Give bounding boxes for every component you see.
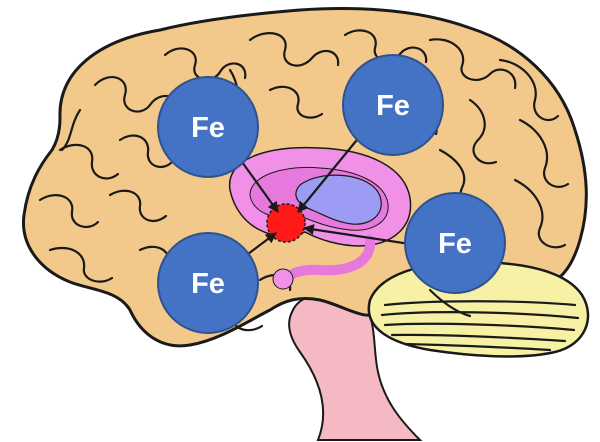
fe-circle xyxy=(157,76,259,178)
fe-marker-top-right: Fe xyxy=(342,54,444,156)
cerebellum xyxy=(367,260,590,358)
fe-marker-right: Fe xyxy=(404,192,506,294)
fe-marker-bottom-left: Fe xyxy=(157,232,259,334)
fe-marker-top-left: Fe xyxy=(157,76,259,178)
fe-circle xyxy=(404,192,506,294)
arrow-from-fe-top-right xyxy=(297,129,366,213)
arrow-from-fe-top-left xyxy=(236,154,279,213)
fe-label: Fe xyxy=(191,112,225,144)
fe-circle xyxy=(157,232,259,334)
fe-label: Fe xyxy=(191,268,225,300)
fe-label: Fe xyxy=(438,228,472,260)
fe-circle xyxy=(342,54,444,156)
arrow-from-fe-right xyxy=(302,224,411,246)
fe-label: Fe xyxy=(376,90,410,122)
